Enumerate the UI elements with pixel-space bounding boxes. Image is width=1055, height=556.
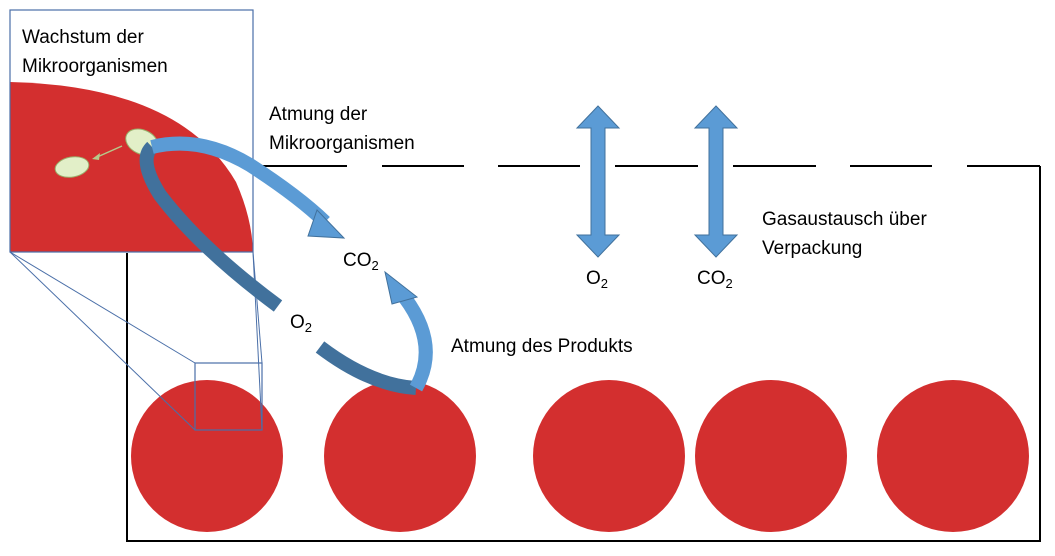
microbe-respiration-label-line2: Mikroorganismen xyxy=(269,133,415,154)
product-5 xyxy=(877,380,1029,532)
microbe-cell-2 xyxy=(54,156,90,178)
gas-exchange-arrow-o2 xyxy=(575,105,621,258)
products xyxy=(131,380,1029,532)
zoom-connectors xyxy=(9,251,263,431)
microbe-respiration-label-line1: Atmung der xyxy=(269,104,368,125)
co2-release-arrowhead xyxy=(307,209,346,239)
product-1 xyxy=(131,380,283,532)
co2-product-band xyxy=(399,293,433,392)
zoom-region xyxy=(194,362,263,431)
product-respiration-label: Atmung des Produkts xyxy=(451,336,633,357)
microbe-respiration-arrow xyxy=(139,136,346,312)
co2-release-band xyxy=(150,136,330,228)
o2-uptake-band-lower xyxy=(315,341,417,395)
growth-label-line1: Wachstum der xyxy=(22,27,144,48)
gas-exchange-arrow-co2 xyxy=(693,105,739,258)
product-surface-zoomed xyxy=(10,82,253,252)
product-respiration-arrow xyxy=(315,270,433,395)
gas-exchange-label-line2: Verpackung xyxy=(762,238,863,259)
product-4 xyxy=(695,380,847,532)
product-3 xyxy=(533,380,685,532)
growth-inset xyxy=(9,9,254,253)
o2-label-left: O2 xyxy=(290,312,313,335)
co2-label-right: CO2 xyxy=(697,268,733,291)
co2-label-center: CO2 xyxy=(343,250,379,273)
o2-uptake-band-upper xyxy=(139,141,283,312)
gas-exchange-label-line1: Gasaustausch über xyxy=(762,209,927,230)
co2-product-arrowhead xyxy=(384,270,419,305)
package-outline xyxy=(126,166,1041,542)
product-2 xyxy=(324,380,476,532)
o2-label-right: O2 xyxy=(586,268,609,291)
growth-label-line2: Mikroorganismen xyxy=(22,56,168,77)
